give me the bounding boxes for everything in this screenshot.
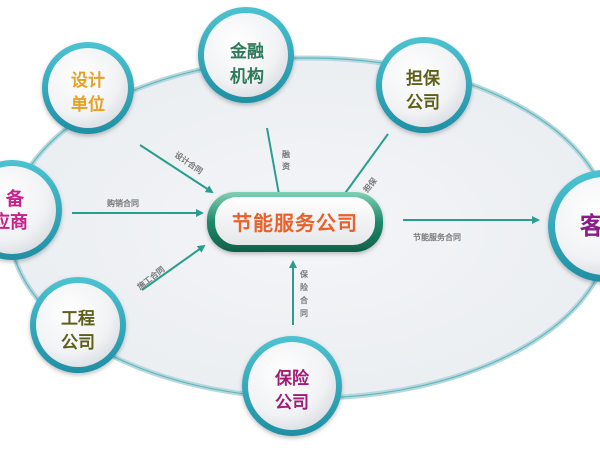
node-engineering-line2: 公司: [61, 333, 95, 353]
node-insurance-line1: 保险: [274, 368, 310, 389]
node-customer[interactable]: 客: [548, 170, 600, 282]
node-design-line1: 设计: [71, 70, 105, 91]
edge-label-finance-char2: 资: [282, 161, 290, 171]
node-finance-line1: 金融: [229, 41, 264, 62]
edge-label-supplier: 购销合同: [107, 198, 139, 208]
node-supplier-line2: 应商: [0, 211, 28, 233]
node-customer-line1: 客: [580, 212, 600, 240]
node-design[interactable]: 设计 单位: [42, 42, 134, 134]
node-engineering-line1: 工程: [61, 309, 95, 329]
edge-label-insurance-char3: 合: [299, 295, 309, 305]
node-finance-line2: 机构: [230, 66, 264, 87]
arrow-finance-to-center: [266, 127, 283, 202]
edge-label-insurance-char2: 险: [300, 282, 309, 292]
node-supplier[interactable]: 备 应商: [0, 160, 62, 260]
node-supplier-line1: 备: [5, 188, 25, 210]
center-node[interactable]: 节能服务公司: [207, 192, 383, 252]
arrow-design-to-center: [139, 144, 214, 194]
edge-label-finance-char1: 融: [282, 149, 290, 159]
node-insurance[interactable]: 保险 公司: [242, 336, 342, 436]
center-node-label: 节能服务公司: [232, 211, 358, 235]
node-guarantee[interactable]: 担保 公司: [376, 37, 472, 133]
node-guarantee-line1: 担保: [406, 68, 441, 89]
node-design-line2: 单位: [71, 94, 105, 115]
node-finance[interactable]: 金融 机构: [198, 7, 294, 103]
arrow-engineering-to-center: [141, 244, 206, 291]
node-engineering[interactable]: 工程 公司: [30, 277, 126, 373]
node-guarantee-line2: 公司: [406, 93, 440, 113]
edge-label-insurance-char1: 保: [299, 269, 309, 279]
arrow-guarantee-to-center: [336, 133, 389, 205]
edge-label-insurance: 保 险 合 同: [299, 269, 309, 318]
node-insurance-line2: 公司: [275, 393, 309, 413]
edge-label-finance: 融 资: [282, 149, 290, 171]
edges: [72, 127, 540, 325]
edge-label-insurance-char4: 同: [300, 309, 308, 318]
edge-label-center-customer: 节能服务合同: [413, 232, 461, 242]
